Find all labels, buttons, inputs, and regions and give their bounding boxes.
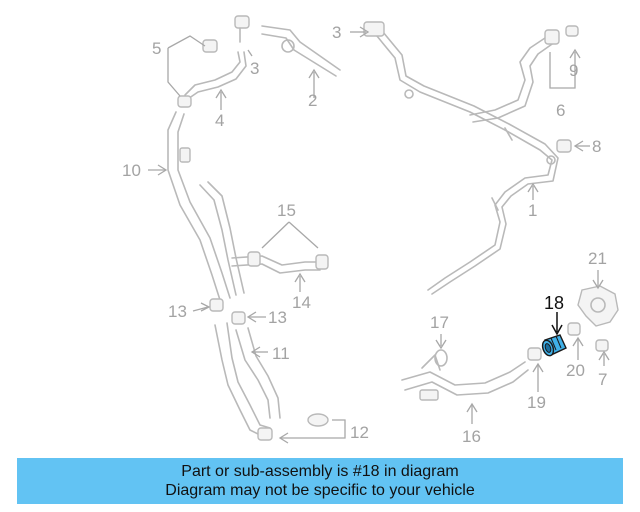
banner-line-disclaimer: Diagram may not be specific to your vehi… <box>165 482 475 499</box>
part-5-hose <box>167 35 247 108</box>
callout-7: 7 <box>598 370 607 389</box>
callout-18: 18 <box>544 293 564 313</box>
callout-16: 16 <box>462 427 481 446</box>
part-11-hose <box>214 322 281 441</box>
callout-3-left: 3 <box>250 59 259 78</box>
part-3-clamp-right <box>350 26 370 38</box>
callout-9: 9 <box>569 61 578 80</box>
part-16-pipe <box>401 354 529 424</box>
part-10-pipe <box>148 111 245 301</box>
part-3-clamp-left <box>234 15 253 57</box>
part-2-hose <box>261 25 341 98</box>
callout-17: 17 <box>430 313 449 332</box>
callout-3-right: 3 <box>332 23 341 42</box>
callout-21: 21 <box>588 249 607 268</box>
callout-13-right: 13 <box>268 308 287 327</box>
part-17-oring <box>434 334 448 367</box>
banner-line-part-number: Part or sub-assembly is #18 in diagram <box>181 463 459 480</box>
callout-13-left: 13 <box>168 302 187 321</box>
part-1-pipe <box>363 21 559 295</box>
part-1-lead <box>527 182 539 200</box>
part-14-hose <box>231 251 329 292</box>
part-20-clamp <box>567 322 584 360</box>
part-18-hose-highlighted[interactable] <box>541 312 567 357</box>
callout-11: 11 <box>272 344 290 363</box>
part-8-clamp <box>556 139 590 153</box>
callout-15: 15 <box>277 201 296 220</box>
callout-10: 10 <box>122 161 141 180</box>
info-banner: Part or sub-assembly is #18 in diagram D… <box>17 458 623 504</box>
part-6-pipe <box>469 25 581 123</box>
callout-4: 4 <box>215 111 224 130</box>
part-21-pump <box>577 270 619 327</box>
callout-6: 6 <box>556 101 565 120</box>
parts-diagram: 1 2 3 3 4 5 6 7 8 9 10 11 12 13 13 14 15… <box>122 15 619 446</box>
callout-20: 20 <box>566 361 585 380</box>
callout-8: 8 <box>592 137 601 156</box>
part-4-lead <box>215 88 227 110</box>
part-13-clamps <box>192 298 266 325</box>
callout-5: 5 <box>152 39 161 58</box>
callout-12: 12 <box>350 423 369 442</box>
callout-19: 19 <box>527 393 546 412</box>
part-12-cap <box>278 413 346 444</box>
part-15-lead <box>261 221 319 249</box>
callout-2: 2 <box>308 91 317 110</box>
callout-1: 1 <box>528 201 537 220</box>
part-7-clamp <box>595 339 610 366</box>
callout-14: 14 <box>292 293 311 312</box>
part-19-clamp <box>527 347 544 392</box>
